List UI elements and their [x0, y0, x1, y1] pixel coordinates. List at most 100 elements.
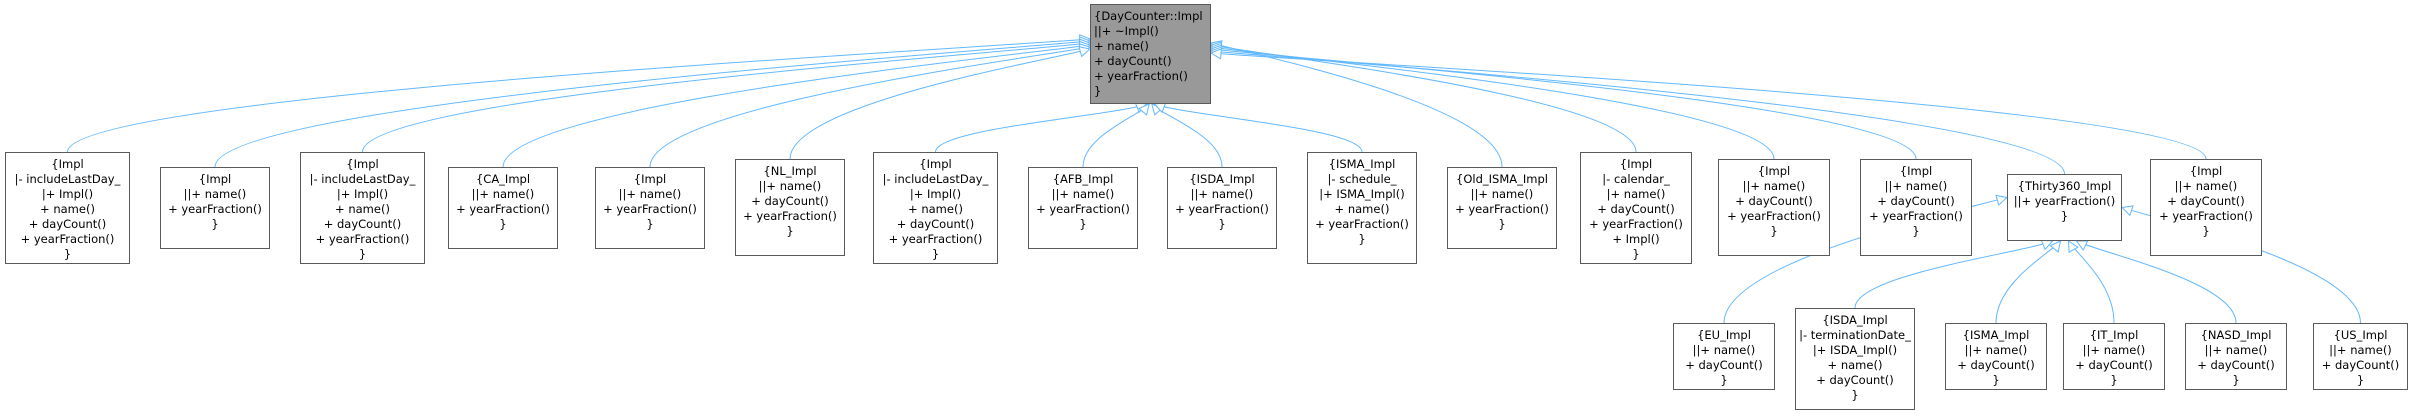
inheritance-edge [214, 41, 1090, 168]
inheritance-edge [2069, 241, 2115, 324]
node-text-line: + yearFraction() [1175, 202, 1269, 216]
node-text-line: {Impl [1899, 164, 1933, 178]
node-text-line: {DayCounter::Impl [1094, 9, 1203, 23]
node-text-line: + dayCount() [1877, 194, 1955, 208]
class-node-impl-2[interactable]: {Impl||+ name()+ yearFraction()} [160, 167, 270, 249]
node-text-line: } [1498, 217, 1506, 231]
node-text-line: } [931, 247, 940, 261]
node-text-line: + yearFraction() [1094, 69, 1188, 83]
inheritance-edge [1723, 197, 2007, 324]
inheritance-edge [1155, 104, 1363, 153]
node-text-line: + dayCount() [2075, 358, 2153, 372]
inheritance-edge [1211, 45, 1637, 153]
node-text-line: |+ Impl() [336, 187, 389, 201]
node-text-line: |+ Impl() [41, 187, 94, 201]
class-node-isma-impl[interactable]: {ISMA_Impl|- schedule_|+ ISMA_Impl()+ na… [1307, 152, 1417, 264]
node-text-line: } [1218, 217, 1226, 231]
class-node-impl-5[interactable]: {Impl||+ name()+ yearFraction()} [595, 167, 705, 249]
node-text-line: {ISDA_Impl [1189, 172, 1255, 186]
class-node-impl-13[interactable]: {Impl||+ name()+ dayCount()+ yearFractio… [1718, 159, 1830, 256]
node-text-line: } [358, 247, 367, 261]
node-text-line: {Impl [633, 172, 667, 186]
class-node-afb-impl[interactable]: {AFB_Impl||+ name()+ yearFraction()} [1028, 167, 1138, 249]
node-text-line: + yearFraction() [1036, 202, 1130, 216]
node-text-line: |- terminationDate_ [1799, 328, 1911, 342]
inheritance-edge [2077, 241, 2237, 324]
node-text-line: + name() [40, 202, 95, 216]
node-text-line: + yearFraction() [1455, 202, 1549, 216]
node-text-line: ||+ name() [2082, 343, 2146, 357]
node-text-line: } [2110, 373, 2118, 387]
node-text-line: } [499, 217, 507, 231]
node-text-line: {EU_Impl [1697, 328, 1751, 342]
class-node-impl-14[interactable]: {Impl||+ name()+ dayCount()+ yearFractio… [1860, 159, 1972, 256]
inheritance-edge [1995, 241, 2061, 324]
node-text-line: } [2356, 373, 2365, 387]
node-text-line: ||+ name() [2174, 179, 2238, 193]
root-class-node[interactable]: {DayCounter::Impl||+ ~Impl()+ name()+ da… [1090, 4, 1211, 104]
node-text-line: |- includeLastDay_ [309, 172, 416, 186]
node-text-line: ||+ name() [1964, 343, 2028, 357]
node-text-line: } [2232, 373, 2240, 387]
node-text-line: ||+ name() [1742, 179, 1806, 193]
node-text-line: + yearFraction() [456, 202, 550, 216]
class-node-isda-impl-30360[interactable]: {ISDA_Impl|- terminationDate_|+ ISDA_Imp… [1795, 308, 1915, 410]
class-node-impl-1[interactable]: {Impl|- includeLastDay_|+ Impl()+ name()… [5, 152, 130, 264]
node-text-line: ||+ yearFraction() [2013, 194, 2116, 208]
node-text-line: + dayCount() [2167, 194, 2245, 208]
class-node-old-isma-impl[interactable]: {Old_ISMA_Impl||+ name()+ yearFraction()… [1447, 167, 1557, 249]
inheritance-edge [1211, 43, 1503, 168]
node-text-line: + yearFraction() [20, 232, 115, 246]
node-text-line: + dayCount() [1735, 194, 1813, 208]
node-text-line: + dayCount() [1094, 54, 1172, 68]
node-text-line: ||+ name() [1692, 343, 1756, 357]
node-text-line: + name() [908, 202, 963, 216]
node-text-line: + dayCount() [323, 217, 402, 231]
node-text-line: {Old_ISMA_Impl [1456, 172, 1548, 186]
class-node-impl-7[interactable]: {Impl|- includeLastDay_|+ Impl()+ name()… [873, 152, 998, 264]
node-text-line: + yearFraction() [1869, 209, 1963, 223]
node-text-line: + dayCount() [1597, 202, 1675, 216]
class-node-impl-3[interactable]: {Impl|- includeLastDay_|+ Impl()+ name()… [300, 152, 425, 264]
node-text-line: + name() [335, 202, 390, 216]
node-text-line: |+ ISDA_Impl() [1812, 343, 1898, 357]
node-text-line: {NL_Impl [763, 164, 817, 178]
class-node-nl-impl[interactable]: {NL_Impl||+ name()+ dayCount()+ yearFrac… [735, 159, 845, 256]
class-node-thirty360-impl[interactable]: {Thirty360_Impl||+ yearFraction()} [2007, 174, 2122, 241]
inheritance-edge [67, 39, 1091, 153]
node-text-line: {CA_Impl [475, 172, 531, 186]
class-node-it-impl[interactable]: {IT_Impl||+ name()+ dayCount()} [2063, 323, 2165, 390]
node-text-line: ||+ name() [2329, 343, 2392, 357]
class-node-nasd-impl[interactable]: {NASD_Impl||+ name()+ dayCount()} [2185, 323, 2287, 390]
node-text-line: + yearFraction() [1315, 217, 1409, 231]
node-text-line: {ISDA_Impl [1822, 313, 1888, 327]
class-node-ca-impl[interactable]: {CA_Impl||+ name()+ yearFraction()} [448, 167, 558, 249]
node-text-line: + dayCount() [751, 194, 829, 208]
node-text-line: + yearFraction() [603, 202, 697, 216]
node-text-line: |+ Impl() [909, 187, 962, 201]
class-node-us-impl[interactable]: {US_Impl||+ name()+ dayCount()} [2313, 323, 2408, 390]
class-node-eu-impl[interactable]: {EU_Impl||+ name()+ dayCount()} [1673, 323, 1775, 390]
node-text-line: ||+ name() [471, 187, 535, 201]
inheritance-edge [649, 47, 1090, 168]
node-text-line: } [1992, 373, 2000, 387]
class-node-impl-12[interactable]: {Impl|- calendar_|+ name()+ dayCount()+ … [1580, 152, 1692, 264]
node-text-line: + dayCount() [1685, 358, 1763, 372]
class-node-impl-16[interactable]: {Impl||+ name()+ dayCount()+ yearFractio… [2150, 159, 2262, 256]
node-text-line: {Impl [198, 172, 232, 186]
node-text-line: ||+ name() [618, 187, 682, 201]
class-node-isma-impl-30360[interactable]: {ISMA_Impl||+ name()+ dayCount()} [1945, 323, 2047, 390]
node-text-line: } [2202, 224, 2210, 238]
class-node-isda-impl[interactable]: {ISDA_Impl||+ name()+ yearFraction()} [1167, 167, 1277, 249]
node-text-line: + yearFraction() [2159, 209, 2253, 223]
node-text-line: |- includeLastDay_ [14, 172, 121, 186]
node-text-line: + dayCount() [2321, 358, 2400, 372]
node-text-line: } [1632, 247, 1640, 261]
node-text-line: {Impl [346, 157, 379, 171]
node-text-line: ||+ name() [1884, 179, 1948, 193]
node-text-line: {IT_Impl [2089, 328, 2139, 342]
node-text-line: } [1358, 232, 1366, 246]
node-text-line: + yearFraction() [743, 209, 837, 223]
node-text-line: ||+ name() [183, 187, 247, 201]
